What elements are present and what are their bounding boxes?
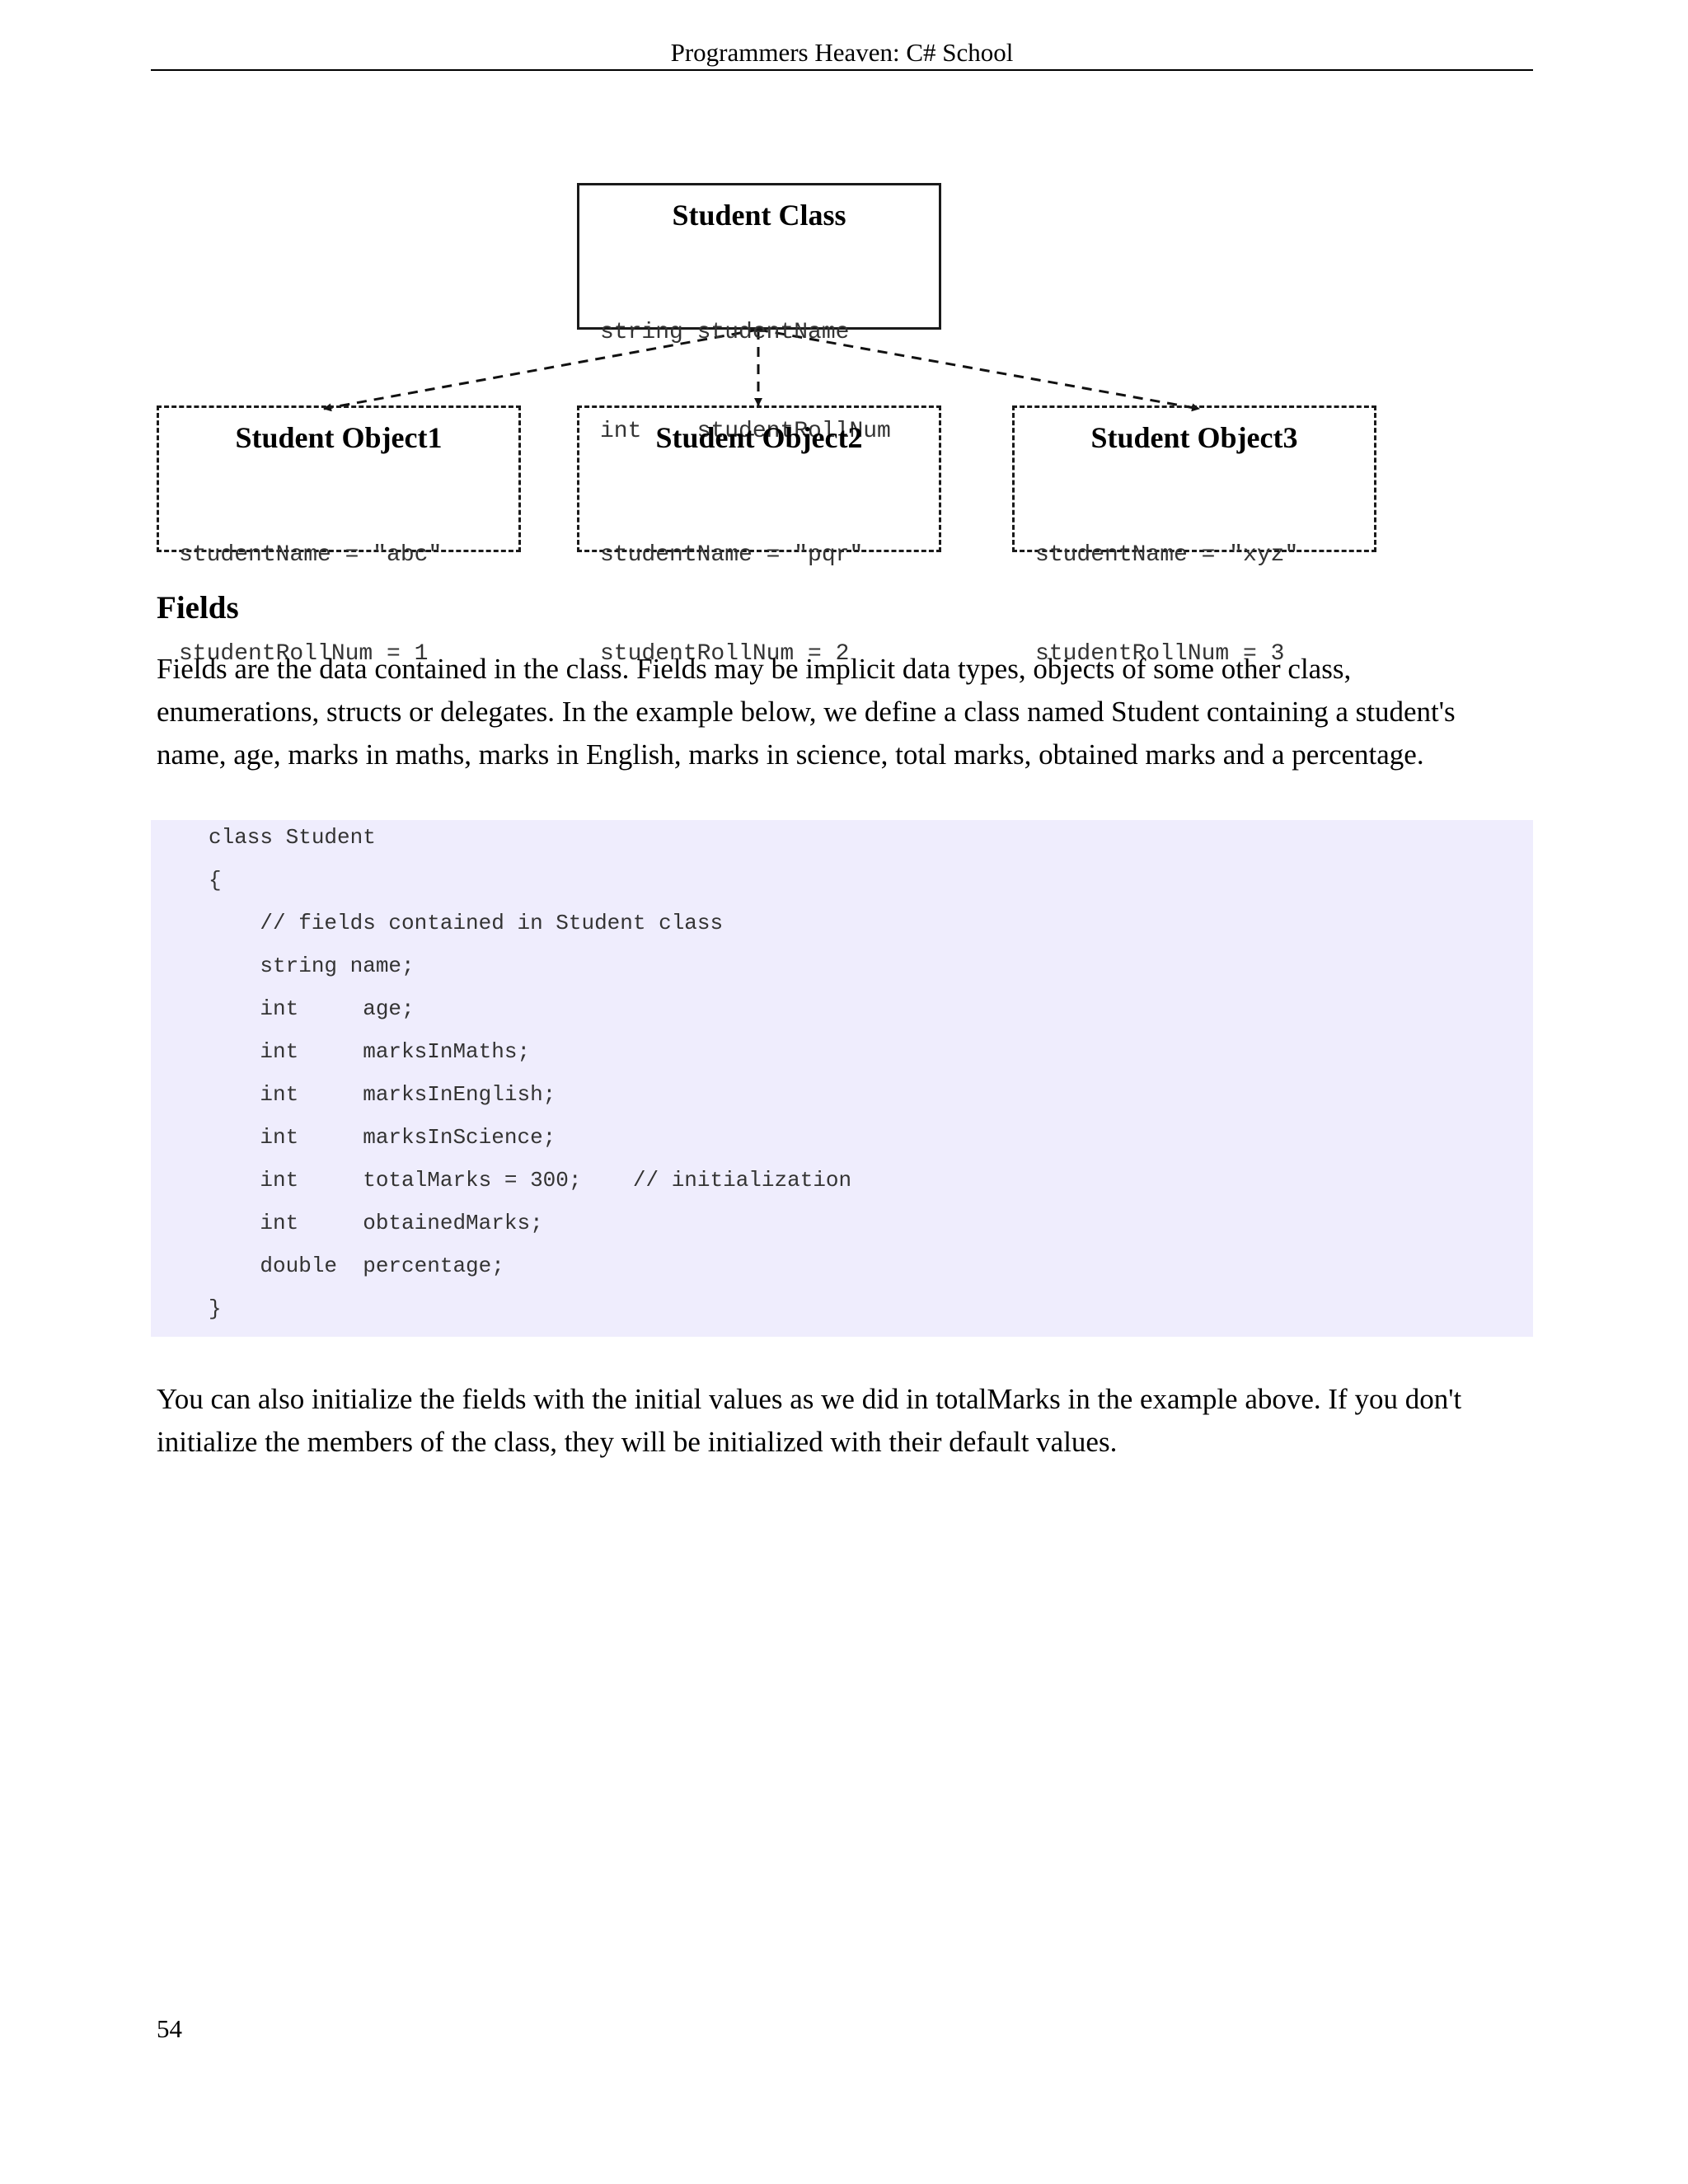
class-field-line: int studentRollNum: [600, 419, 891, 444]
code-line: int age;: [209, 996, 415, 1021]
code-line: int marksInScience;: [209, 1125, 556, 1150]
paragraph-line: You can also initialize the fields with …: [157, 1383, 1462, 1415]
header-rule: [151, 69, 1533, 71]
code-line: int totalMarks = 300; // initialization: [209, 1168, 852, 1193]
code-line: int marksInEnglish;: [209, 1082, 556, 1107]
outro-paragraph: You can also initialize the fields with …: [157, 1378, 1537, 1464]
student-object2-box: Student Object2 studentName = "pqr" stud…: [577, 405, 941, 667]
diagram-connectors: [323, 328, 1200, 412]
intro-paragraph: Fields are the data contained in the cla…: [157, 648, 1537, 776]
student-object1-box: Student Object1 studentName = "abc" stud…: [157, 405, 521, 667]
paragraph-line: enumerations, structs or delegates. In t…: [157, 696, 1456, 728]
arrow-to-object3: [757, 328, 1200, 412]
paragraph-line: initialize the members of the class, the…: [157, 1426, 1118, 1458]
arrow-to-object1: [323, 328, 759, 412]
code-line: {: [209, 868, 222, 893]
running-header: Programmers Heaven: C# School: [670, 38, 1014, 67]
object-value-line: studentRollNum = 1: [179, 641, 429, 667]
code-line: int obtainedMarks;: [209, 1211, 543, 1235]
student-class-box: Student Class string studentName int stu…: [577, 183, 941, 444]
paragraph-line: Fields are the data contained in the cla…: [157, 653, 1352, 685]
object3-title: Student Object3: [1090, 421, 1298, 454]
object2-title: Student Object2: [655, 421, 863, 454]
object-value-line: studentName = "pqr": [600, 542, 864, 568]
page-number: 54: [157, 2014, 182, 2043]
class-box-fields: string studentName int studentRollNum: [600, 251, 891, 514]
object1-values: studentName = "abc" studentRollNum = 1: [179, 473, 442, 737]
section-heading: Fields: [157, 590, 239, 626]
class-field-line: string studentName: [600, 320, 850, 345]
code-line: }: [209, 1296, 222, 1321]
object3-values: studentName = "xyz" studentRollNum = 3: [1035, 473, 1298, 737]
paragraph-line: name, age, marks in maths, marks in Engl…: [157, 738, 1424, 771]
code-line: int marksInMaths;: [209, 1039, 531, 1064]
object-value-line: studentRollNum = 2: [600, 641, 850, 667]
code-line: class Student: [209, 825, 376, 850]
object-value-line: studentName = "abc": [179, 542, 443, 568]
code-block: class Student { // fields contained in S…: [151, 820, 1533, 1337]
object2-values: studentName = "pqr" studentRollNum = 2: [600, 473, 863, 737]
code-line: // fields contained in Student class: [209, 911, 724, 935]
object-value-line: studentName = "xyz": [1035, 542, 1299, 568]
class-box-title: Student Class: [672, 199, 846, 232]
code-line: string name;: [209, 954, 415, 978]
code-line: double percentage;: [209, 1254, 504, 1278]
object1-title: Student Object1: [235, 421, 443, 454]
object-value-line: studentRollNum = 3: [1035, 641, 1285, 667]
student-object3-box: Student Object3 studentName = "xyz" stud…: [1012, 405, 1376, 667]
